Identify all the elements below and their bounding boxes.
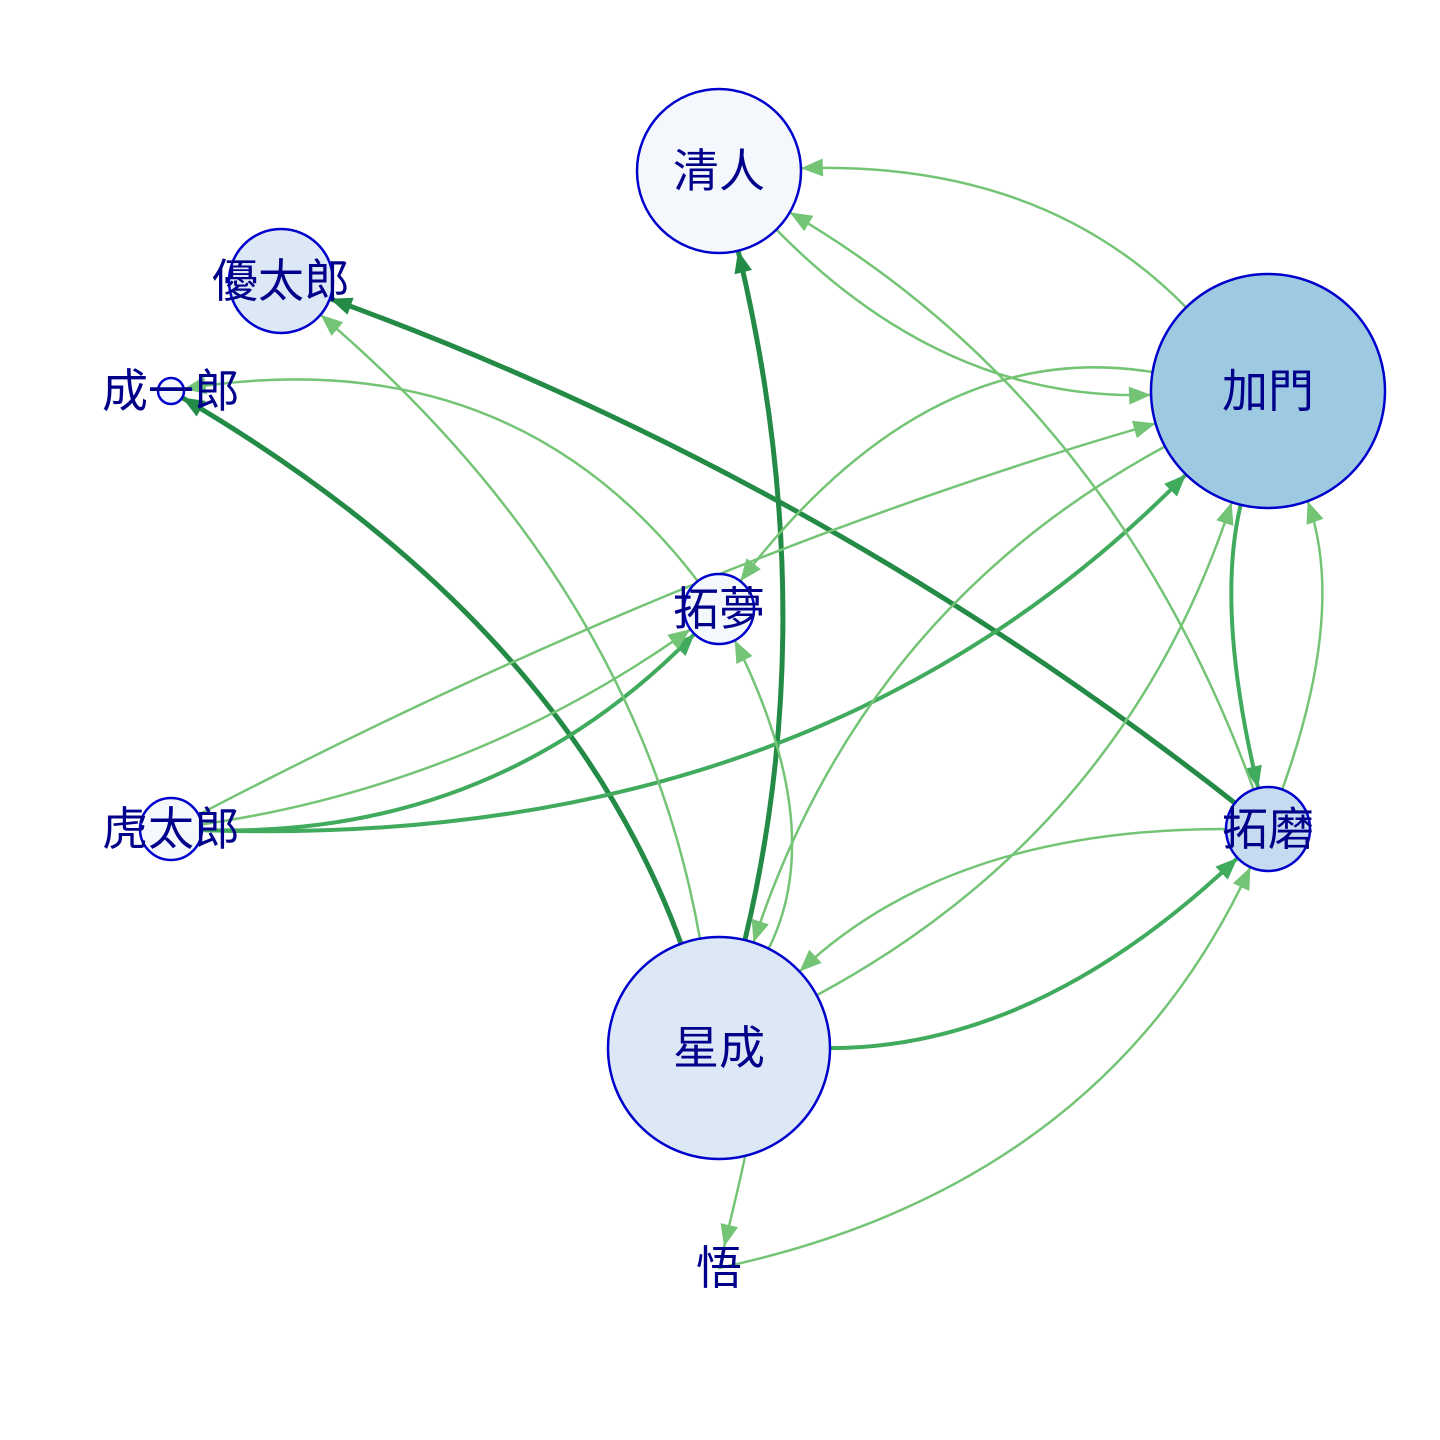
edge-takuma-kiyoto: [788, 211, 1255, 791]
node-circle: [1149, 272, 1387, 510]
edge-arrowhead: [734, 640, 753, 664]
edge-arrowhead: [801, 158, 824, 177]
node-label: 清人: [673, 144, 765, 198]
edge-arrowhead: [734, 250, 752, 275]
edge-arrowhead: [182, 397, 206, 417]
node-circle: [1224, 785, 1312, 873]
edge-satoru-takuma: [717, 865, 1252, 1270]
edge-kotaro-kado: [197, 422, 1157, 816]
node-label: 星成: [673, 1021, 765, 1075]
edge-kado-takuma: [1229, 502, 1261, 791]
edge-kado-kiyoto: [799, 166, 1188, 309]
edge-arrowhead: [667, 629, 691, 650]
edge-kotaro-kado: [200, 472, 1188, 834]
edge-arrowhead: [1164, 474, 1186, 497]
edge-takuma-seina: [798, 827, 1228, 973]
node-circle: [635, 87, 803, 255]
node-label: 加門: [1222, 364, 1314, 418]
edge-takuma-kado: [1280, 499, 1324, 791]
edge-arrowhead: [789, 212, 814, 232]
edge-arrowhead: [1306, 501, 1324, 525]
edge-takumu-seiichiro: [182, 378, 700, 583]
edge-arrowhead: [183, 376, 207, 395]
node-takuma: 拓磨: [1222, 785, 1314, 873]
edge-seina-kiyoto: [735, 248, 786, 943]
node-kado: 加門: [1149, 272, 1387, 510]
edge-arrowhead: [751, 918, 769, 943]
node-circle: [156, 376, 186, 406]
edge-arrowhead: [1131, 420, 1156, 439]
node-circle: [682, 572, 756, 646]
node-label: 拓夢: [673, 582, 765, 636]
node-circle: [138, 796, 204, 862]
edge-kotaro-takumu: [200, 628, 692, 826]
edge-kado-seina: [752, 445, 1167, 944]
node-kotaro: 虎太郎: [102, 796, 240, 862]
edge-takuma-yutaro: [327, 296, 1238, 806]
node-label: 虎太郎: [102, 802, 240, 856]
edge-kiyoto-kado: [775, 228, 1153, 397]
edge-arrowhead: [1215, 857, 1238, 880]
node-satoru: 悟: [696, 1241, 742, 1295]
node-label: 成一郎: [102, 364, 240, 418]
edge-arrowhead: [1216, 502, 1234, 526]
edge-arrowhead: [1244, 764, 1262, 789]
node-circle: [606, 935, 832, 1161]
node-yutaro: 優太郎: [212, 227, 350, 335]
edge-arrowhead: [799, 949, 822, 972]
edge-seina-kado: [815, 500, 1233, 997]
node-takumu: 拓夢: [673, 572, 765, 646]
edge-arrowhead: [720, 1223, 738, 1247]
edge-arrowhead: [1233, 867, 1251, 891]
edge-seina-seiichiro: [179, 395, 684, 947]
edge-seina-takuma: [828, 855, 1240, 1051]
edge-seina-takumu: [733, 639, 794, 950]
edge-seina-yutaro: [319, 313, 702, 940]
node-kiyoto: 清人: [635, 87, 803, 255]
node-circle: [227, 227, 335, 335]
edge-arrowhead: [329, 297, 354, 315]
edge-kotaro-takumu: [200, 632, 697, 833]
edge-arrowhead: [672, 634, 695, 656]
node-seina: 星成: [606, 935, 832, 1161]
node-label: 優太郎: [212, 254, 350, 308]
node-label: 悟: [696, 1241, 742, 1295]
edge-kado-takumu: [738, 366, 1154, 583]
node-seiichiro: 成一郎: [102, 364, 240, 418]
node-label: 拓磨: [1222, 802, 1314, 856]
edge-arrowhead: [1128, 386, 1152, 405]
edge-arrowhead: [320, 314, 344, 336]
edges-layer: [179, 158, 1324, 1270]
